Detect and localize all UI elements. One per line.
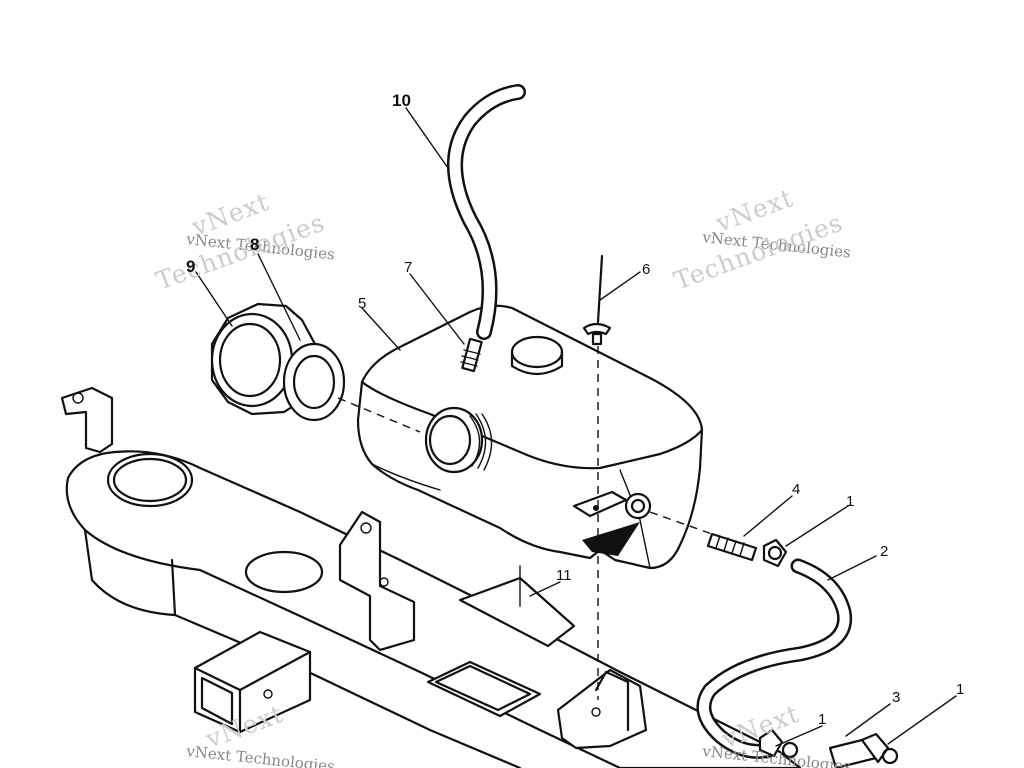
hose-clamp-lower xyxy=(758,728,799,759)
callout-7: 7 xyxy=(404,259,412,276)
vent-hose xyxy=(447,84,526,340)
vent-fitting xyxy=(460,337,483,373)
fuel-sender xyxy=(582,254,612,346)
alignment-lines xyxy=(337,346,713,700)
callout-2: 2 xyxy=(880,543,888,560)
watermark-right: vNext vNext Technologies Technologies xyxy=(670,183,852,296)
callout-9: 9 xyxy=(186,257,195,276)
callout-labels: 10 9 8 7 5 6 4 1 2 11 1 3 1 xyxy=(186,91,964,728)
inline-fitting xyxy=(828,732,899,768)
filler-gasket xyxy=(282,342,346,422)
fuel-line xyxy=(696,558,853,759)
watermark-bottom-right: vNext vNext Technologies xyxy=(701,699,852,768)
callout-1-upper: 1 xyxy=(846,493,854,510)
fuel-filter xyxy=(706,532,758,562)
callout-5: 5 xyxy=(358,295,366,312)
callout-1-lower: 1 xyxy=(818,711,826,728)
callout-11: 11 xyxy=(556,567,572,584)
callout-1-right: 1 xyxy=(956,681,964,698)
callout-4: 4 xyxy=(792,481,800,498)
tank-pad xyxy=(458,576,576,648)
callout-10: 10 xyxy=(392,91,411,110)
callout-6: 6 xyxy=(642,261,650,278)
fuel-tank xyxy=(356,304,704,570)
frame-assembly xyxy=(60,386,802,768)
callout-3: 3 xyxy=(892,689,900,706)
hose-clamp-upper xyxy=(762,538,788,568)
callout-8: 8 xyxy=(250,235,259,254)
watermark-text: vNext Technologies xyxy=(185,742,336,768)
leader-lines xyxy=(195,107,957,747)
watermark-left: vNext vNext Technologies Technologies xyxy=(152,187,336,296)
